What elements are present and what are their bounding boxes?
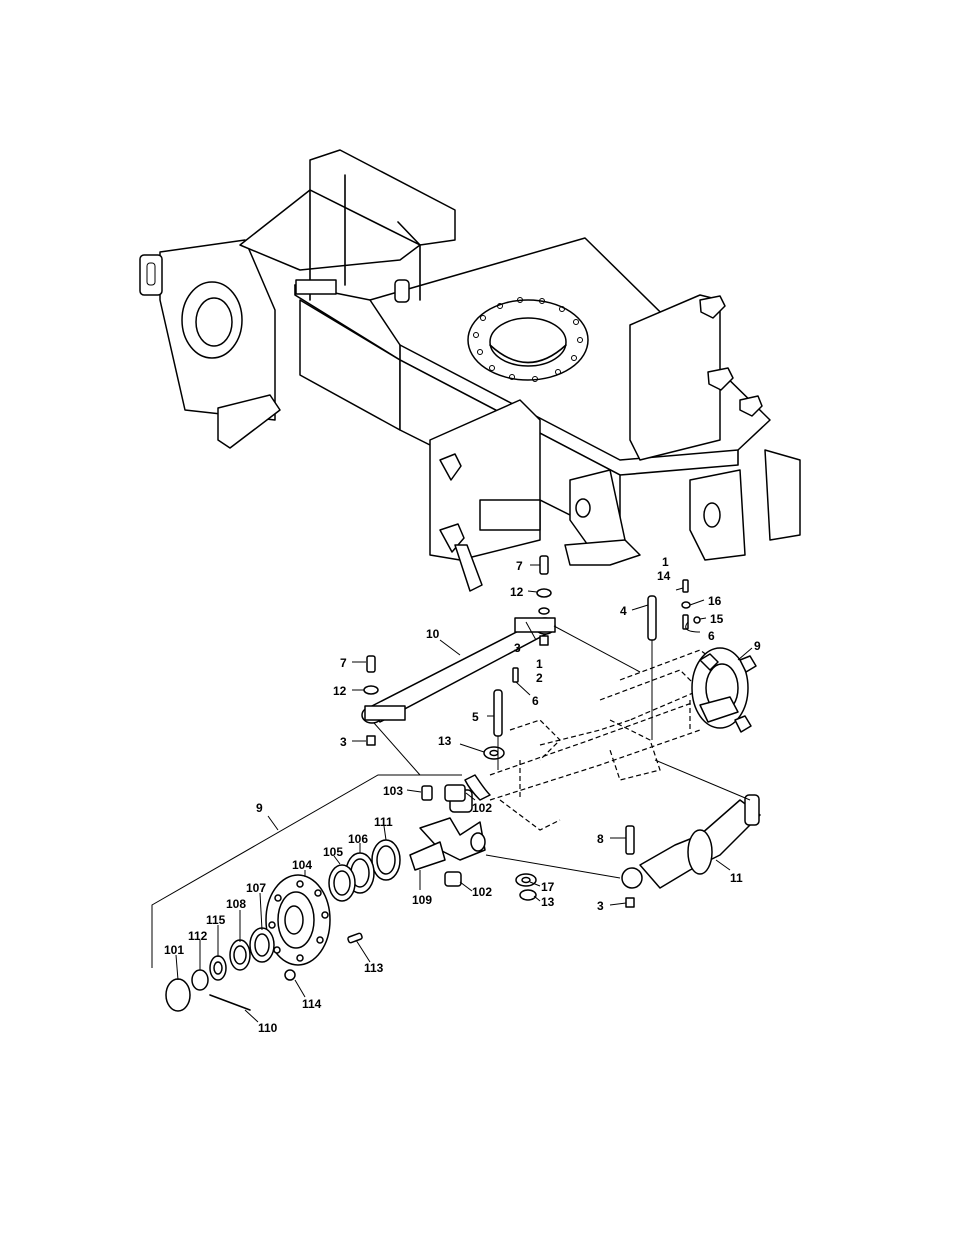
callout-12-left: 12	[333, 684, 347, 698]
right-wheel-hub	[691, 647, 757, 733]
callout-16: 16	[708, 594, 722, 608]
callout-10: 10	[426, 627, 440, 641]
chassis-frame	[139, 149, 801, 592]
callout-115: 115	[206, 913, 226, 927]
callout-3-upper: 3	[514, 641, 521, 655]
callout-15: 15	[710, 612, 724, 626]
callout-112: 112	[188, 929, 208, 943]
callout-3-left: 3	[340, 735, 347, 749]
callout-11: 11	[730, 871, 743, 885]
callout-104: 104	[292, 858, 312, 872]
callout-1-upper: 1	[662, 555, 669, 569]
callout-6-right: 6	[708, 629, 715, 643]
steering-linkage	[361, 595, 761, 889]
callout-8: 8	[597, 832, 604, 846]
axle-assembly-dashed	[489, 649, 721, 831]
callout-9-left: 9	[256, 801, 263, 815]
callout-102-lower: 102	[472, 885, 492, 899]
callout-5: 5	[472, 710, 479, 724]
callout-105: 105	[323, 845, 343, 859]
callout-7-upper: 7	[516, 559, 523, 573]
callout-4: 4	[620, 604, 627, 618]
callout-6-mid: 6	[532, 694, 539, 708]
callout-108: 108	[226, 897, 246, 911]
callout-109: 109	[412, 893, 432, 907]
callout-17: 17	[541, 880, 555, 894]
ring-bolt-holes	[473, 297, 583, 382]
callout-111: 111	[374, 815, 393, 829]
callout-labels: 7 12 3 1 14 4 16 15 6 9 10 7 1 2 6 12 5 …	[164, 555, 761, 1035]
callout-13-upper: 13	[438, 734, 452, 748]
callout-1-mid: 1	[536, 657, 543, 671]
callout-2: 2	[536, 671, 543, 685]
callout-114: 114	[302, 997, 322, 1011]
callout-3-lower: 3	[597, 899, 604, 913]
callout-14: 14	[657, 569, 671, 583]
callout-101: 101	[164, 943, 184, 957]
callout-13-lower: 13	[541, 895, 555, 909]
callout-7-left: 7	[340, 656, 347, 670]
left-hub-exploded	[165, 839, 401, 1012]
callout-113: 113	[364, 961, 384, 975]
hardware-small-parts	[363, 555, 701, 908]
leader-lines	[151, 564, 753, 1023]
callout-9-right: 9	[754, 639, 761, 653]
callout-106: 106	[348, 832, 368, 846]
callout-103: 103	[383, 784, 403, 798]
callout-107: 107	[246, 881, 266, 895]
callout-110: 110	[258, 1021, 278, 1035]
callout-12-upper: 12	[510, 585, 524, 599]
hub-lug-studs	[268, 880, 329, 962]
callout-102-upper: 102	[472, 801, 492, 815]
